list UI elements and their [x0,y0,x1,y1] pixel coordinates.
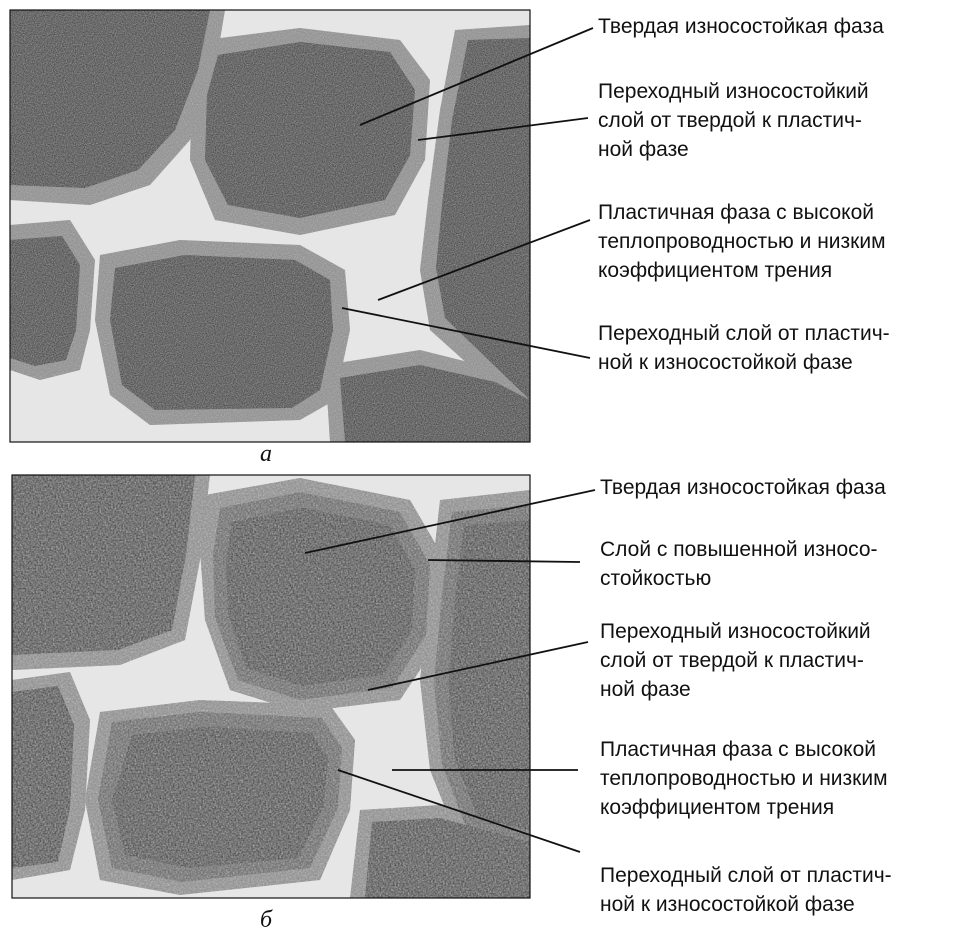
caption-a: а [260,441,272,467]
label-b-transition-wear: Переходный износостойкий слой от твердой… [600,620,877,701]
micrograph-b [12,475,530,898]
label-b-plastic-phase: Пластичная фаза с высокой теплопроводнос… [600,738,893,819]
label-a-transition-wear: Переходный износостойкий слой от твердой… [598,80,875,161]
labels-b: Твердая износостойкая фаза Слой с повыше… [600,476,898,916]
label-a-transition-plastic: Переходный слой от пластич- ной к износо… [598,322,896,374]
micrograph-a [10,10,530,442]
label-a-hard-phase: Твердая износостойкая фаза [598,15,884,38]
label-b-wear-layer: Слой с повышенной износо- стойкостью [600,538,883,590]
label-b-transition-plastic: Переходный слой от пластич- ной к износо… [600,864,898,916]
labels-a: Твердая износостойкая фаза Переходный из… [598,15,896,374]
label-a-plastic-phase: Пластичная фаза с высокой теплопроводнос… [598,201,891,282]
caption-b: б [260,907,273,933]
label-b-hard-phase: Твердая износостойкая фаза [600,476,886,499]
